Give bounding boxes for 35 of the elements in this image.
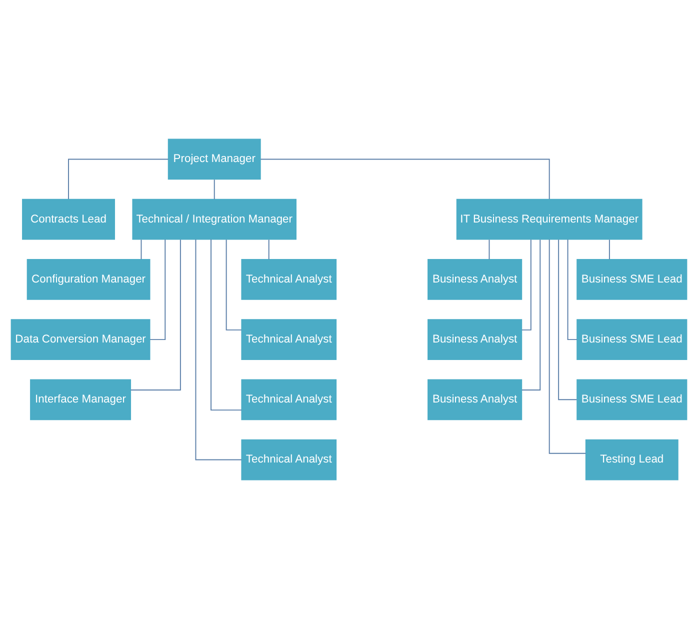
node-box: Business Analyst [428,258,522,300]
connector [150,238,166,340]
connector [567,238,578,340]
node-box: Business SME Lead [576,258,688,300]
connector [548,238,586,454]
node-box: Contracts Lead [22,198,115,240]
connector [226,238,242,330]
connector [608,238,610,260]
connector [521,238,532,330]
connector [260,158,550,199]
node-box: Data Conversion Manager [10,318,150,360]
connector [558,238,578,400]
node-box: Project Manager [168,138,261,180]
connector [268,238,270,260]
node-box: Technical Analyst [241,438,337,480]
connector [68,158,169,199]
node-box: Testing Lead [585,438,678,480]
node-box: Business Analyst [428,318,522,360]
node-box: IT Business Requirements Manager [456,198,642,240]
node-box: Business Analyst [428,378,522,420]
connector [488,238,490,260]
connector [521,238,541,390]
node-box: Technical Analyst [241,258,337,300]
node-box: Configuration Manager [26,258,150,300]
connector [195,238,242,460]
node-box: Business SME Lead [576,318,688,360]
node-box: Business SME Lead [576,378,688,420]
node-box: Technical Analyst [241,378,337,420]
connector [210,238,242,410]
node-box: Technical / Integration Manager [132,198,296,240]
connector [130,238,181,390]
connector [214,178,215,200]
connector [140,238,142,260]
node-box: Technical Analyst [241,318,337,360]
node-box: Interface Manager [30,378,132,420]
